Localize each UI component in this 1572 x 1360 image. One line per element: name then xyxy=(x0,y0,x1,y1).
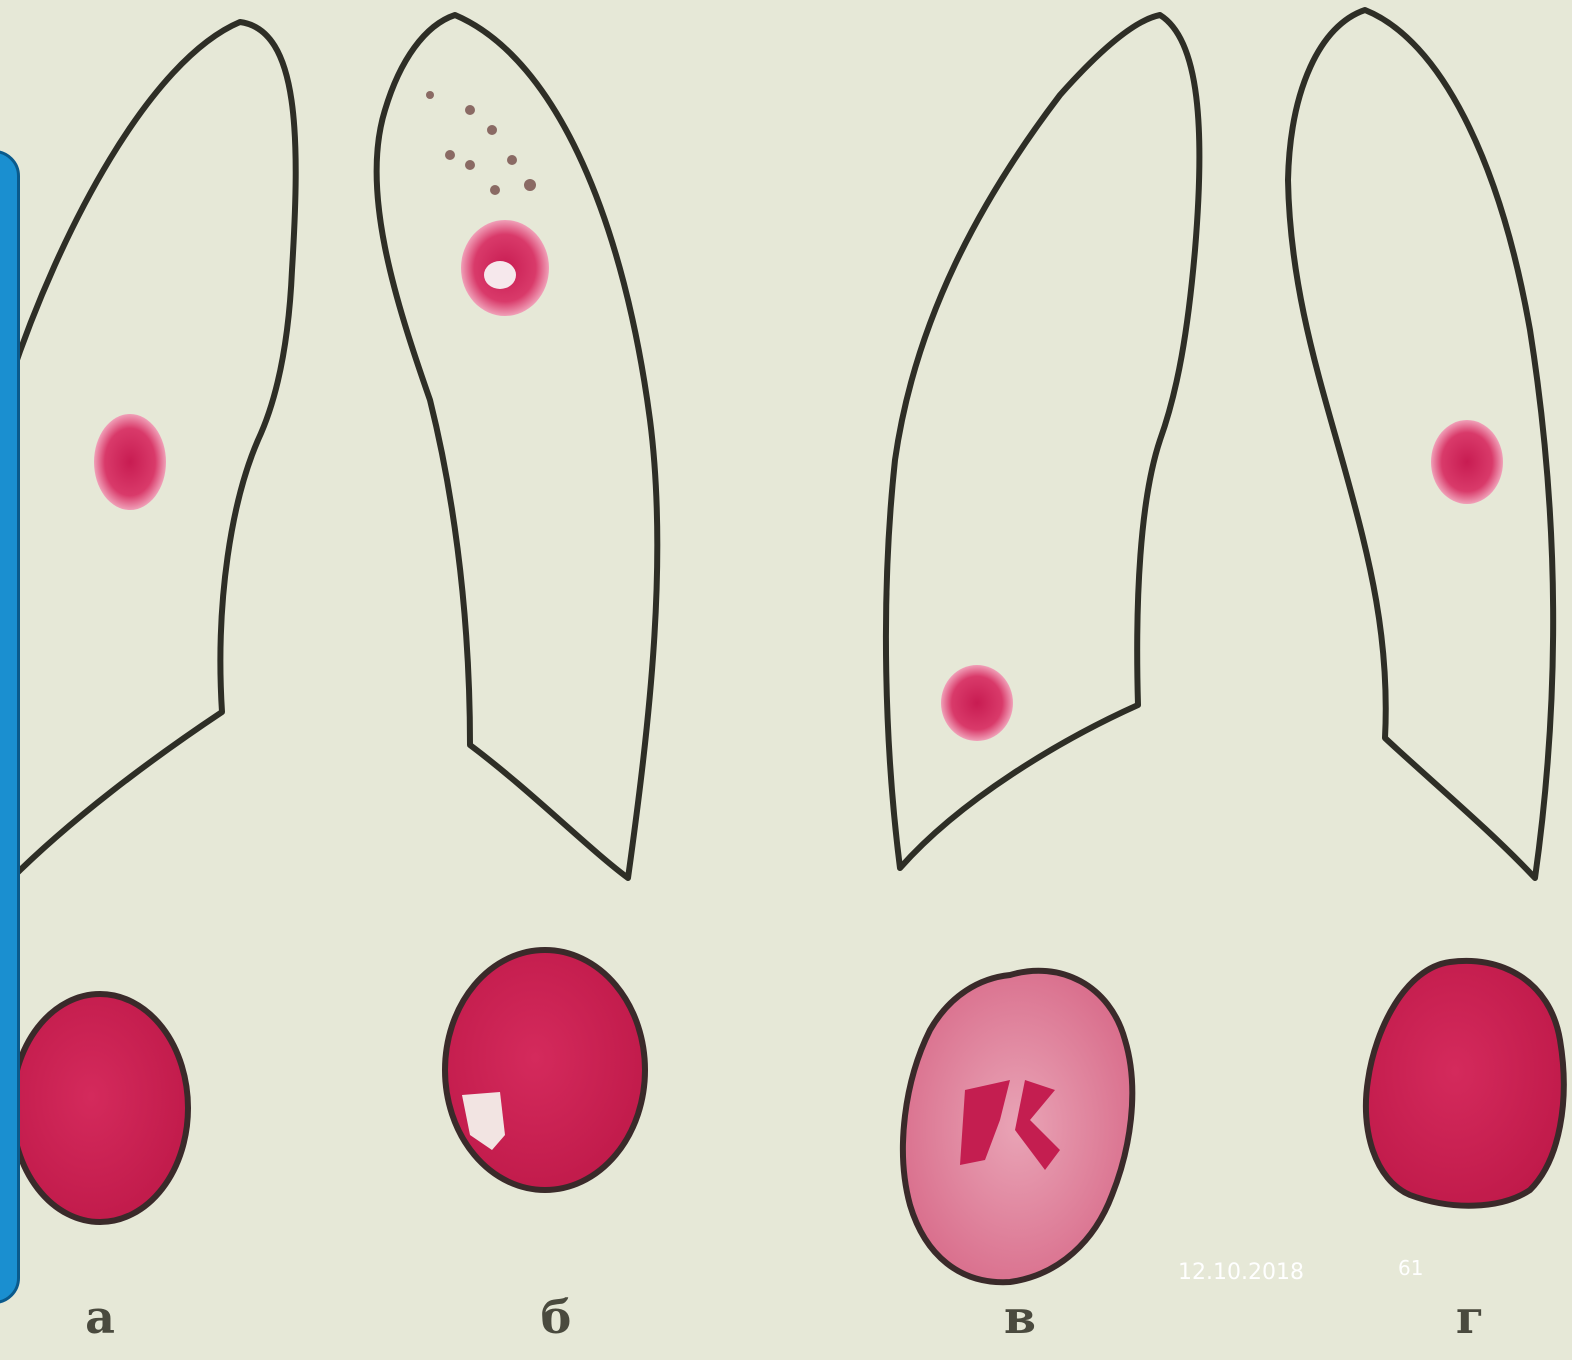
panel-d xyxy=(1288,10,1564,1206)
lung-outline-d xyxy=(1288,10,1553,878)
large-lesion-b xyxy=(445,950,645,1190)
panel-label-d: г xyxy=(1450,1290,1490,1344)
small-lesion-a xyxy=(94,414,166,510)
panel-b xyxy=(377,15,658,1190)
seed-foci-b xyxy=(426,91,536,195)
lung-outline-c xyxy=(886,15,1199,868)
slide-date: 12.10.2018 xyxy=(1178,1260,1304,1285)
panel-label-a: а xyxy=(80,1290,120,1344)
cavity-b xyxy=(484,261,516,289)
panel-label-c: в xyxy=(1000,1290,1040,1344)
panel-label-b: б xyxy=(536,1290,576,1344)
panel-c xyxy=(886,15,1199,1282)
panel-a xyxy=(10,22,296,1222)
small-lesion-c xyxy=(941,665,1013,741)
accent-bar xyxy=(0,150,20,1304)
lung-outline-b xyxy=(377,15,658,878)
slide-page-number: 61 xyxy=(1398,1256,1423,1280)
small-lesion-d xyxy=(1431,420,1503,504)
large-lesion-a xyxy=(12,994,188,1222)
large-lesion-d xyxy=(1366,961,1564,1206)
